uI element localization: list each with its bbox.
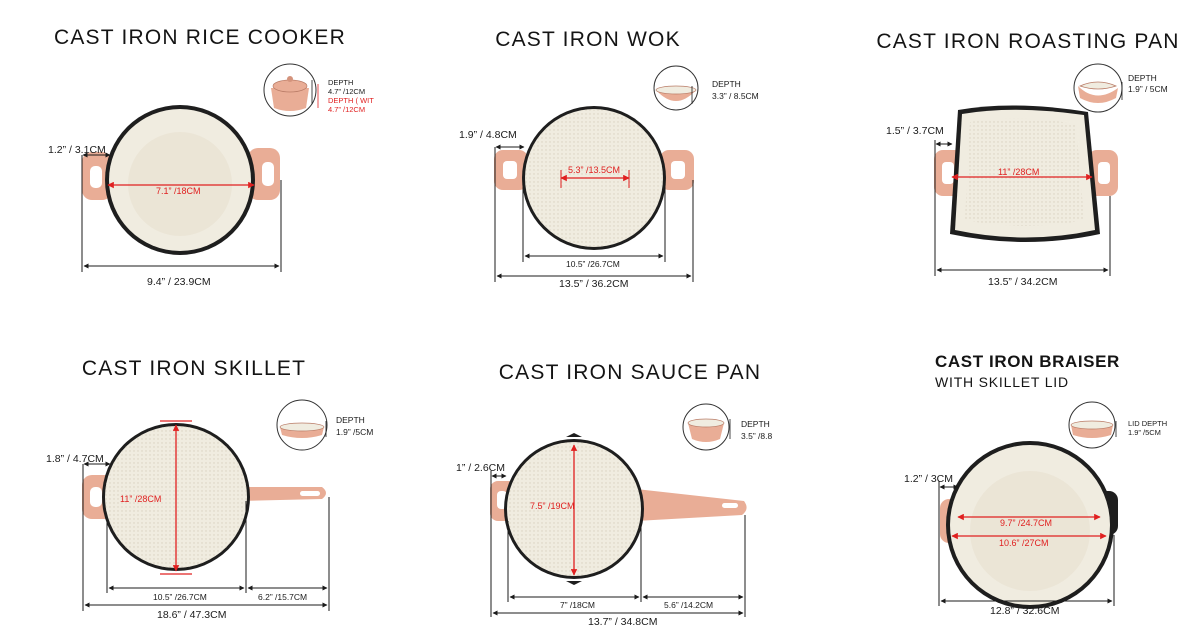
roasting-pan-illustration bbox=[934, 63, 1123, 276]
inner-dimension: 7.5” /19CM bbox=[530, 501, 575, 511]
depth-value: 4.7” /12CM bbox=[328, 87, 366, 96]
depth-label: LID DEPTH bbox=[1128, 419, 1168, 428]
depth-label: DEPTH bbox=[1128, 73, 1157, 83]
inner-dimension: 9.7” /24.7CM bbox=[1000, 518, 1053, 528]
depth-value: 3.3” / 8.5CM bbox=[712, 91, 759, 101]
rice-cooker-illustration bbox=[81, 63, 319, 272]
product-subtitle: WITH SKILLET LID bbox=[935, 374, 1069, 390]
depth-value: 1.9” / 5CM bbox=[1128, 84, 1168, 94]
handle-dimension: 1.2” / 3CM bbox=[904, 473, 954, 485]
depth-label: DEPTH bbox=[336, 415, 365, 425]
body-dimension: 10.5” /26.7CM bbox=[566, 259, 620, 269]
wok-illustration bbox=[494, 65, 699, 282]
depth-value: 1.9” /5CM bbox=[336, 427, 374, 437]
overall-dimension: 18.6” / 47.3CM bbox=[157, 609, 227, 621]
depth-label: DEPTH bbox=[328, 78, 354, 87]
overall-dimension: 9.4” / 23.9CM bbox=[147, 276, 211, 288]
product-roasting-pan: CAST IRON ROASTING PAN DEPTH 1.9” / 5CM … bbox=[800, 0, 1200, 321]
sauce-pan-illustration bbox=[490, 403, 747, 617]
skillet-illustration bbox=[82, 399, 330, 611]
depth-value: 3.5” /8.8 bbox=[741, 431, 773, 441]
product-braiser: CAST IRON BRAISER WITH SKILLET LID LID D… bbox=[800, 321, 1200, 642]
product-title: CAST IRON RICE COOKER bbox=[53, 26, 347, 49]
product-title: CAST IRON ROASTING PAN bbox=[876, 30, 1180, 53]
depth-value: 1.9” /5CM bbox=[1128, 428, 1161, 437]
body-dimension: 10.5” /26.7CM bbox=[153, 592, 207, 602]
long-handle bbox=[238, 487, 326, 501]
inner-dimension: 7.1” /18CM bbox=[156, 186, 201, 196]
body-dimension: 7” /18CM bbox=[560, 600, 595, 610]
handle-dimension: 1.8” / 4.7CM bbox=[46, 453, 104, 465]
inner-dimension: 11” /28CM bbox=[998, 167, 1040, 177]
handle-dimension: 1.9” / 4.8CM bbox=[459, 129, 517, 141]
product-title: CAST IRON SAUCE PAN bbox=[498, 361, 762, 384]
depth-label: DEPTH bbox=[712, 79, 741, 89]
handle-dimension: 1.2” / 3.1CM bbox=[48, 144, 106, 156]
depth-label: DEPTH bbox=[741, 419, 770, 429]
product-wok: CAST IRON WOK DEPTH 3.3” / 8.5CM 1.9” / … bbox=[400, 0, 800, 321]
handle-length-dimension: 6.2” /15.7CM bbox=[258, 592, 308, 602]
overall-dimension: 12.8” / 32.6CM bbox=[990, 605, 1060, 617]
long-handle bbox=[636, 489, 747, 521]
inner-dimension: 11” /28CM bbox=[120, 494, 162, 504]
handle-dimension: 1” / 2.6CM bbox=[456, 462, 506, 474]
overall-dimension: 13.5” / 36.2CM bbox=[559, 278, 629, 290]
product-sauce-pan: CAST IRON SAUCE PAN DEPTH 3.5” /8.8 1” /… bbox=[400, 321, 800, 642]
inner-dimension: 5.3” /13.5CM bbox=[568, 165, 621, 175]
product-skillet: CAST IRON SKILLET DEPTH 1.9” /5CM 1.8” /… bbox=[0, 321, 400, 642]
product-title: CAST IRON WOK bbox=[495, 28, 681, 51]
depth-with-lid-value: 4.7” /12CM bbox=[328, 105, 366, 114]
handle-length-dimension: 5.6” /14.2CM bbox=[664, 600, 714, 610]
product-rice-cooker: CAST IRON RICE COOKER DEPTH 4.7” /12CM D… bbox=[0, 0, 400, 321]
handle-dimension: 1.5” / 3.7CM bbox=[886, 125, 944, 137]
braiser-illustration bbox=[938, 401, 1118, 609]
product-title: CAST IRON BRAISER bbox=[935, 352, 1120, 371]
inner-dimension-2: 10.6” /27CM bbox=[999, 538, 1049, 548]
product-title: CAST IRON SKILLET bbox=[81, 357, 307, 380]
overall-dimension: 13.7” / 34.8CM bbox=[588, 616, 658, 628]
depth-with-lid-label: DEPTH ( WIT bbox=[328, 97, 374, 105]
overall-dimension: 13.5” / 34.2CM bbox=[988, 276, 1058, 288]
